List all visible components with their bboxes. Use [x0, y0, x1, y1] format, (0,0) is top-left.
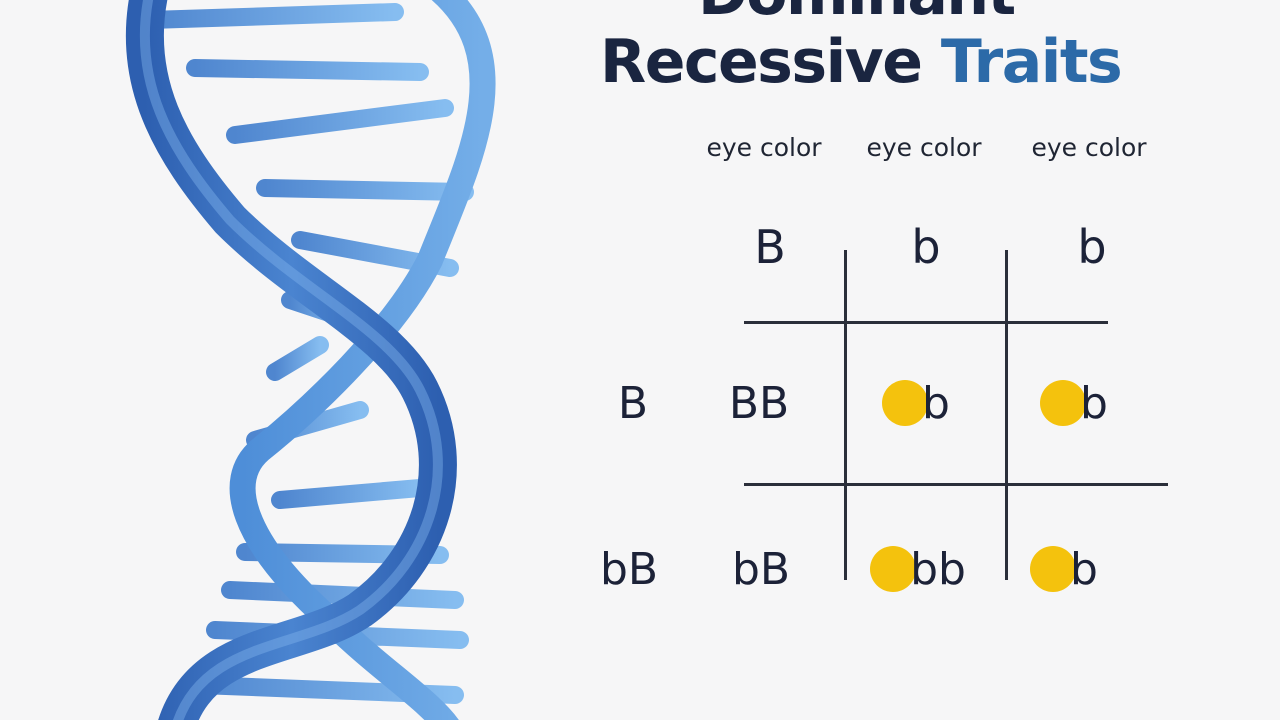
- title-dominant: Dominant: [698, 0, 1016, 29]
- dna-helix-illustration: [125, 0, 496, 720]
- column-header-3: eye color: [1031, 133, 1147, 162]
- title-recessive: Recessive: [600, 27, 923, 97]
- column-header-1: eye color: [706, 133, 822, 162]
- punnett-cell-1-1: BB: [728, 377, 790, 429]
- top-allele-2: b: [911, 220, 941, 274]
- dna-rung: [186, 59, 429, 81]
- punnett-cell-2-1: bB: [731, 543, 791, 595]
- punnett-cell-2-3: b: [974, 539, 1154, 599]
- dna-rung: [141, 3, 404, 29]
- dna-rung: [221, 581, 464, 609]
- title-line-2: Recessive Traits: [600, 32, 1123, 92]
- top-allele-1: B: [754, 220, 786, 274]
- yellow-dot-icon: [882, 380, 929, 426]
- row-label-1: B: [617, 377, 649, 429]
- yellow-dot-icon: [870, 546, 917, 592]
- column-header-2: eye color: [866, 133, 982, 162]
- dna-strand-front-highlight: [139, 0, 443, 720]
- punnett-cell-1-3: b: [984, 373, 1164, 433]
- dna-strand-front: [125, 0, 457, 720]
- row-label-2: bB: [599, 543, 659, 595]
- top-allele-3: b: [1077, 220, 1107, 274]
- yellow-dot-icon: [1040, 380, 1087, 426]
- grid-line-vertical-1: [844, 250, 847, 580]
- punnett-cell-1-2: b: [826, 373, 1006, 433]
- punnett-cell-2-2: bb: [828, 539, 1008, 599]
- dna-rung: [256, 179, 474, 201]
- grid-line-vertical-2: [1005, 250, 1008, 580]
- dna-rung: [226, 99, 454, 144]
- dna-rung: [266, 336, 329, 381]
- grid-line-horizontal-1: [744, 321, 1108, 324]
- title-line-1: Dominant: [698, 0, 1016, 24]
- title-traits: Traits: [940, 27, 1123, 97]
- grid-line-horizontal-2: [744, 483, 1168, 486]
- dna-strand-back: [229, 0, 496, 720]
- dna-rung: [271, 479, 429, 509]
- yellow-dot-icon: [1030, 546, 1077, 592]
